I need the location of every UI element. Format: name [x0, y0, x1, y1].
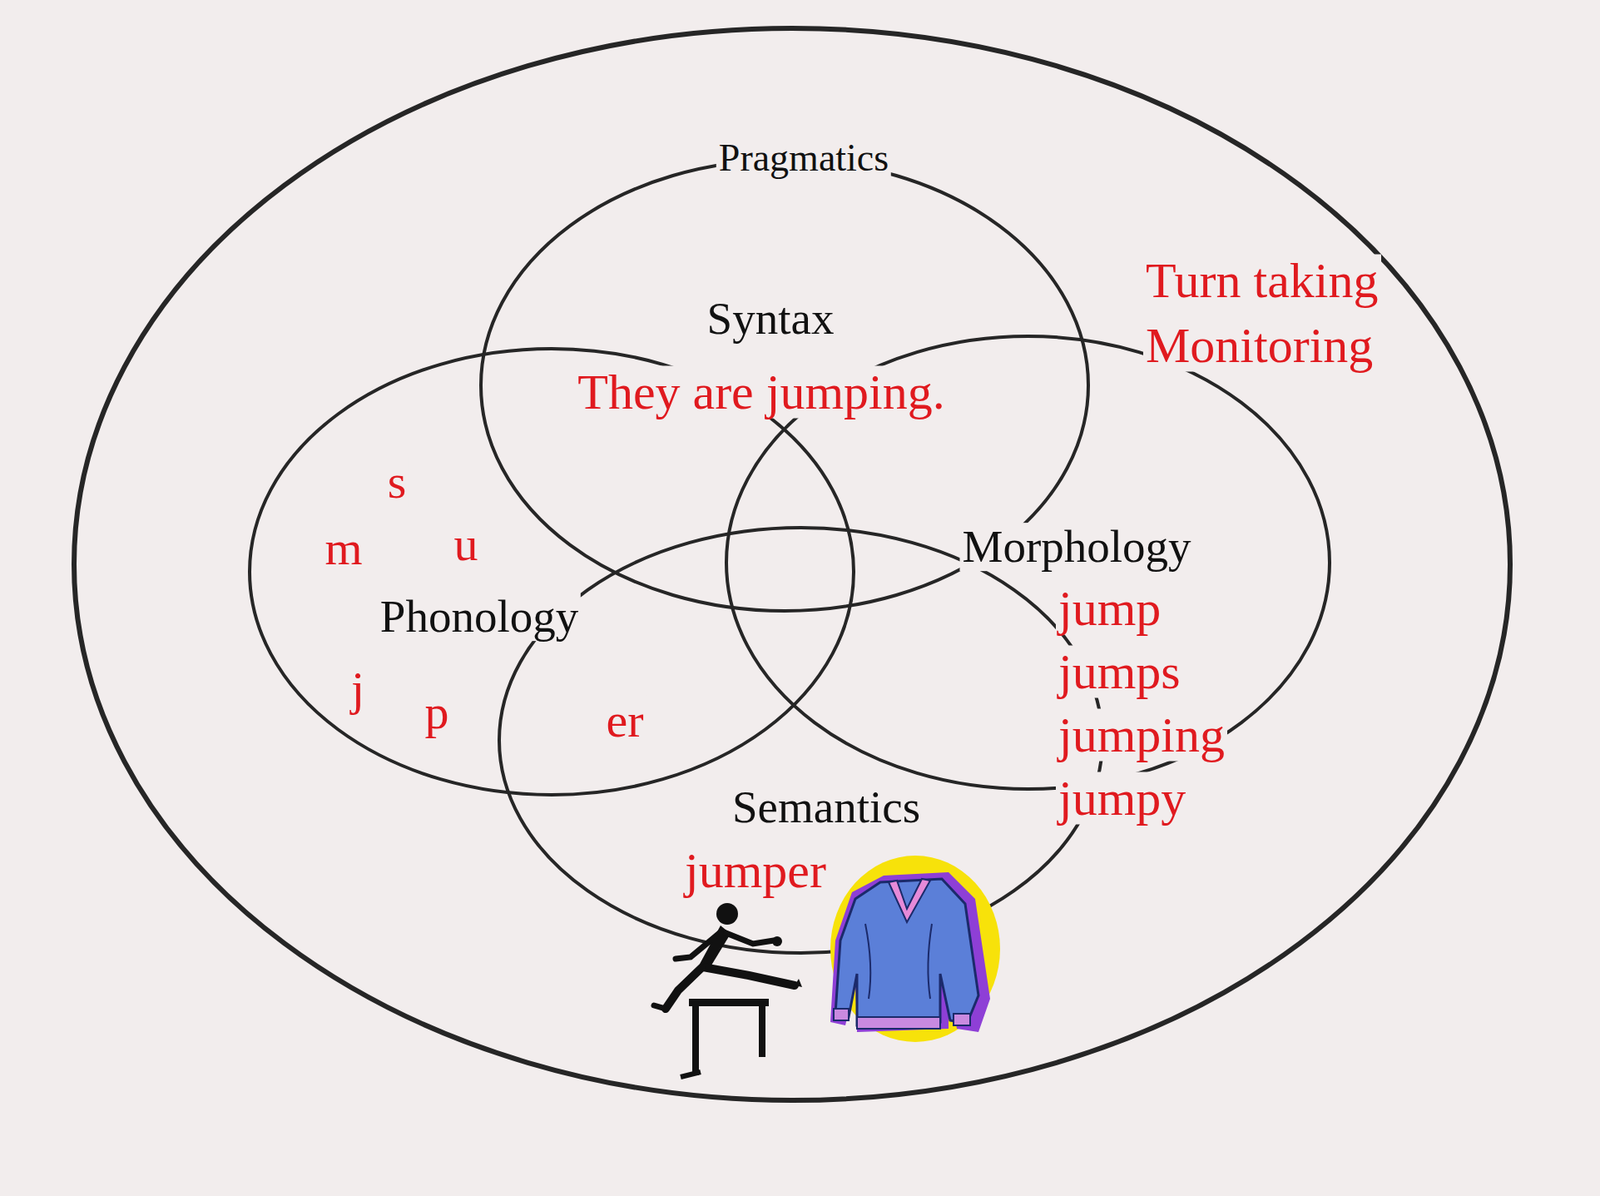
- area-label: Morphology: [960, 522, 1194, 571]
- example-text: Turn taking: [1143, 254, 1382, 308]
- example-text: p: [422, 687, 452, 739]
- area-label: Semantics: [729, 782, 923, 832]
- ellipse-outline: [71, 25, 1513, 1103]
- example-text: m: [321, 523, 365, 575]
- example-text: u: [451, 519, 481, 570]
- area-label: Syntax: [704, 294, 838, 343]
- example-text: They are jumping.: [574, 366, 948, 419]
- example-text: jumper: [682, 844, 829, 897]
- area-label: Pragmatics: [716, 138, 892, 179]
- area-label: Phonology: [377, 592, 581, 641]
- pragmatics-ellipse: SyntaxThey are jumping. Phonology sm u j p er M…: [71, 25, 1513, 1103]
- example-text: jumping: [1055, 708, 1228, 762]
- example-text: er: [603, 695, 646, 747]
- example-text: Monitoring: [1143, 319, 1376, 372]
- example-text: j: [348, 663, 367, 715]
- example-text: jumps: [1055, 645, 1184, 699]
- example-text: jumpy: [1055, 772, 1189, 825]
- example-text: jump: [1055, 582, 1164, 635]
- hurdler-picture: [653, 902, 803, 1077]
- example-text: s: [385, 456, 410, 508]
- semantics-circle: Semantics jumper: [497, 525, 1105, 955]
- sweater-picture: [830, 855, 1001, 1042]
